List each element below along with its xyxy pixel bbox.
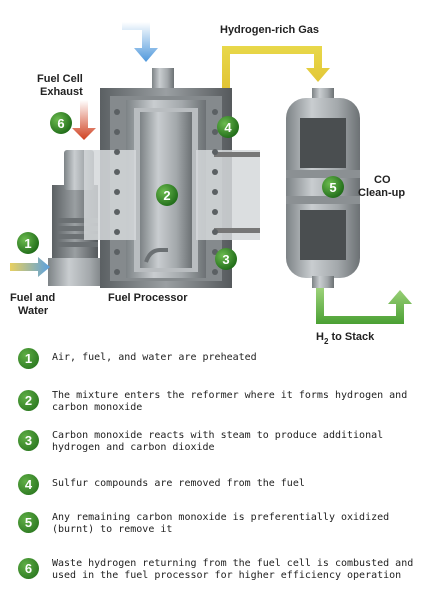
hydrogen-gas-pipe — [222, 46, 330, 96]
step-item-6: 6 Waste hydrogen returning from the fuel… — [18, 558, 418, 592]
step-6-text: Waste hydrogen returning from the fuel c… — [52, 558, 414, 581]
fuel-cell-exhaust-label-line1: Fuel Cell — [37, 73, 83, 85]
step-5-badge-icon: 5 — [18, 512, 39, 533]
svg-text:5: 5 — [329, 180, 336, 195]
svg-text:4: 4 — [224, 120, 232, 135]
svg-text:1: 1 — [24, 236, 31, 251]
step-5-text: Any remaining carbon monoxide is prefere… — [52, 512, 390, 535]
fuel-and-water-label-line1: Fuel and — [10, 292, 55, 304]
fuel-cell-exhaust-label-line2: Exhaust — [40, 86, 83, 98]
exhaust-arrow — [72, 100, 96, 140]
step-item-1: 1 Air, fuel, and water are preheated — [18, 348, 418, 382]
co-cleanup-label-line1: CO — [374, 174, 391, 186]
step-1-text: Air, fuel, and water are preheated — [52, 352, 257, 363]
svg-text:6: 6 — [57, 116, 64, 131]
co-cleanup-label-line2: Clean-up — [358, 187, 405, 199]
fuel-processor-label: Fuel Processor — [108, 292, 188, 304]
step-item-5: 5 Any remaining carbon monoxide is prefe… — [18, 512, 418, 546]
diagram-badges: 6 4 2 3 5 1 — [17, 112, 344, 270]
air-inlet-arrow — [122, 22, 158, 62]
badge-1-icon: 1 — [17, 232, 39, 254]
hydrogen-gas-label: Hydrogen-rich Gas — [220, 24, 319, 36]
step-2-text: The mixture enters the reformer where it… — [52, 390, 408, 413]
badge-2-icon: 2 — [156, 184, 178, 206]
step-item-4: 4 Sulfur compounds are removed from the … — [18, 474, 418, 508]
svg-text:3: 3 — [222, 252, 229, 267]
step-1-badge-icon: 1 — [18, 348, 39, 369]
step-item-3: 3 Carbon monoxide reacts with steam to p… — [18, 430, 418, 464]
badge-3-icon: 3 — [215, 248, 237, 270]
badge-5-icon: 5 — [322, 176, 344, 198]
step-4-badge-icon: 4 — [18, 474, 39, 495]
step-4-text: Sulfur compounds are removed from the fu… — [52, 478, 305, 489]
fuel-and-water-label-line2: Water — [18, 305, 49, 317]
badge-4-icon: 4 — [217, 116, 239, 138]
svg-text:2: 2 — [163, 188, 170, 203]
step-3-text: Carbon monoxide reacts with steam to pro… — [52, 430, 384, 453]
step-6-badge-icon: 6 — [18, 558, 39, 579]
step-3-badge-icon: 3 — [18, 430, 39, 451]
badge-6-icon: 6 — [50, 112, 72, 134]
fuel-water-arrow — [10, 257, 50, 277]
h2-to-stack-label: H2 to Stack — [316, 331, 375, 346]
step-item-2: 2 The mixture enters the reformer where … — [18, 390, 418, 424]
h2-outlet-pipe — [316, 288, 412, 324]
step-2-badge-icon: 2 — [18, 390, 39, 411]
